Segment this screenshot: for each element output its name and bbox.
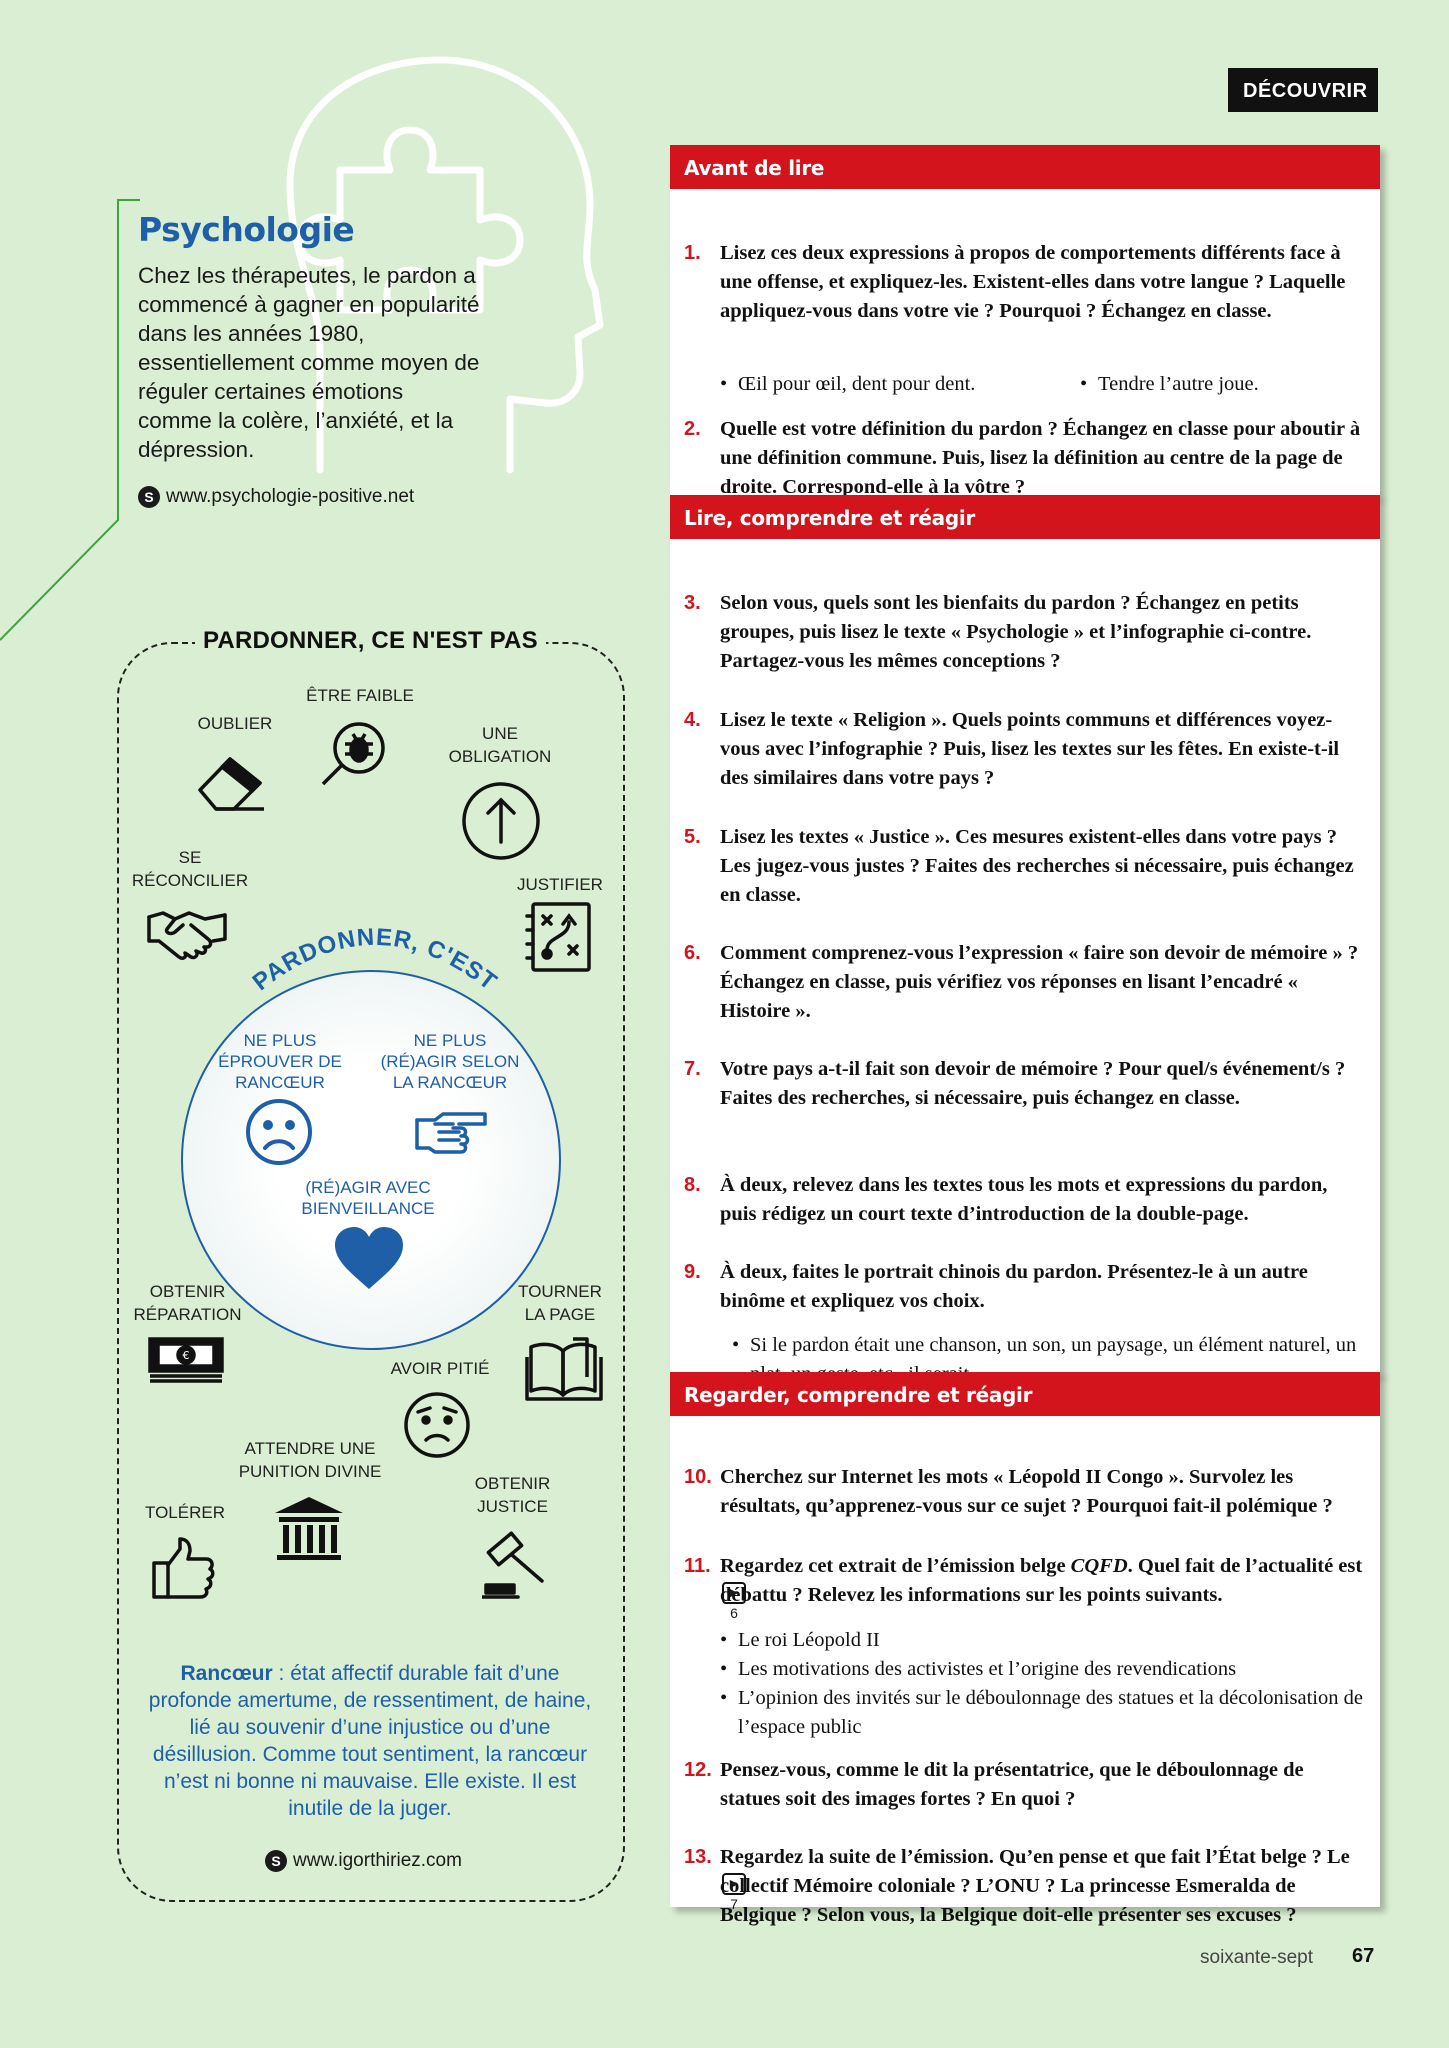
arc-title-text: PARDONNER, C'EST (248, 924, 502, 996)
bullet-opinion: L’opinion des invités sur le déboulonnag… (720, 1684, 1366, 1742)
question-1: 1.Lisez ces deux expressions à propos de… (684, 242, 1346, 322)
question-11-bullets: Le roi Léopold II Les motivations des ac… (684, 1626, 1366, 1742)
question-10: 10.Cherchez sur Internet les mots « Léop… (684, 1466, 1333, 1517)
panel-title-regarder: Regarder, comprendre et réagir (670, 1372, 1380, 1416)
pity-face-icon (404, 1392, 470, 1458)
psychology-source-url[interactable]: www.psychologie-positive.net (166, 486, 415, 507)
svg-text:€: € (183, 1349, 190, 1362)
panel-title-lire: Lire, comprendre et réagir (670, 495, 1380, 539)
video-6-icon[interactable]: ▶6 (720, 1582, 748, 1622)
bullet-joue: Tendre l’autre joue. (1080, 370, 1259, 399)
psychology-source: S www.psychologie-positive.net (138, 486, 483, 508)
bullet-leopold: Le roi Léopold II (720, 1626, 1366, 1655)
strategy-board-icon (525, 902, 591, 972)
page-number-words: soixante-sept (1200, 1947, 1314, 1968)
temple-icon (275, 1497, 343, 1560)
question-5: 5.Lisez les textes « Justice ». Ces mesu… (684, 826, 1354, 906)
thumbs-up-icon (152, 1537, 215, 1599)
label-tolerer: TOLÉRER (145, 1503, 225, 1522)
rancoeur-definition: Rancœur : état affectif durable fait d’u… (140, 1660, 600, 1822)
psychology-text: Chez les thérapeutes, le pardon a commen… (138, 263, 480, 462)
banknotes-icon: € (148, 1337, 224, 1383)
question-11: 11. Regardez cet extrait de l’émission b… (684, 1555, 1363, 1606)
source-icon: S (265, 1850, 287, 1872)
leader-line (0, 199, 140, 641)
handshake-icon (147, 911, 227, 960)
psychology-box: Psychologie Chez les thérapeutes, le par… (138, 210, 483, 508)
question-12: 12.Pensez-vous, comme le dit la présenta… (684, 1759, 1304, 1810)
video-7-icon[interactable]: ▶7 (720, 1873, 748, 1913)
infographic-source-url[interactable]: www.igorthiriez.com (293, 1850, 462, 1871)
label-etre-faible: ÊTRE FAIBLE (306, 686, 414, 705)
pointing-hand-icon (415, 1112, 487, 1154)
label-oublier: OUBLIER (197, 714, 273, 733)
gavel-icon (482, 1531, 544, 1599)
definition-text: : état affectif durable fait d’une profo… (148, 1662, 592, 1820)
question-13: 13.Regardez la suite de l’émission. Qu’e… (684, 1846, 1350, 1926)
head-puzzle-icon (286, 56, 604, 474)
magnifier-bug-icon (321, 722, 385, 786)
infographic-title: PARDONNER, CE N'EST PAS (195, 627, 546, 655)
up-arrow-circle-icon (462, 782, 540, 860)
section-tag: DÉCOUVRIR (1228, 68, 1378, 112)
open-book-icon (525, 1337, 603, 1401)
bullet-motivations: Les motivations des activistes et l’orig… (720, 1655, 1366, 1684)
panel-title-avant: Avant de lire (670, 145, 1380, 189)
arc-title: PARDONNER, C'EST (248, 924, 503, 996)
panel-avant-de-lire: Avant de lire 1.Lisez ces deux expressio… (670, 145, 1380, 498)
sad-face-icon (246, 1099, 312, 1165)
question-3: 3.Selon vous, quels sont les bienfaits d… (684, 592, 1312, 672)
psychology-title: Psychologie (138, 210, 355, 249)
svg-text:PARDONNER, C'EST: PARDONNER, C'EST (248, 924, 503, 996)
infographic-source: S www.igorthiriez.com (265, 1850, 462, 1872)
bullet-oeil: Œil pour œil, dent pour dent. (720, 370, 1080, 399)
question-6: 6.Comment comprenez-vous l’expression « … (684, 942, 1359, 1022)
question-4: 4.Lisez le texte « Religion ». Quels poi… (684, 709, 1340, 789)
panel-regarder-comprendre: Regarder, comprendre et réagir 10.Cherch… (670, 1372, 1380, 1926)
page-number: 67 (1352, 1945, 1375, 1967)
question-8: 8.À deux, relevez dans les textes tous l… (684, 1174, 1328, 1225)
question-2: 2.Quelle est votre définition du pardon … (684, 418, 1361, 498)
label-justifier: JUSTIFIER (517, 875, 603, 894)
source-icon: S (138, 486, 160, 508)
heart-icon (335, 1227, 403, 1289)
definition-term: Rancœur (180, 1662, 273, 1685)
question-1-bullets: Œil pour œil, dent pour dent. Tendre l’a… (684, 370, 1366, 399)
panel-lire-comprendre: Lire, comprendre et réagir 3.Selon vous,… (670, 495, 1380, 1385)
question-7: 7.Votre pays a-t-il fait son devoir de m… (684, 1058, 1346, 1109)
question-9: 9.À deux, faites le portrait chinois du … (684, 1261, 1308, 1312)
eraser-icon (198, 757, 264, 811)
label-pitie: AVOIR PITIÉ (390, 1359, 490, 1378)
